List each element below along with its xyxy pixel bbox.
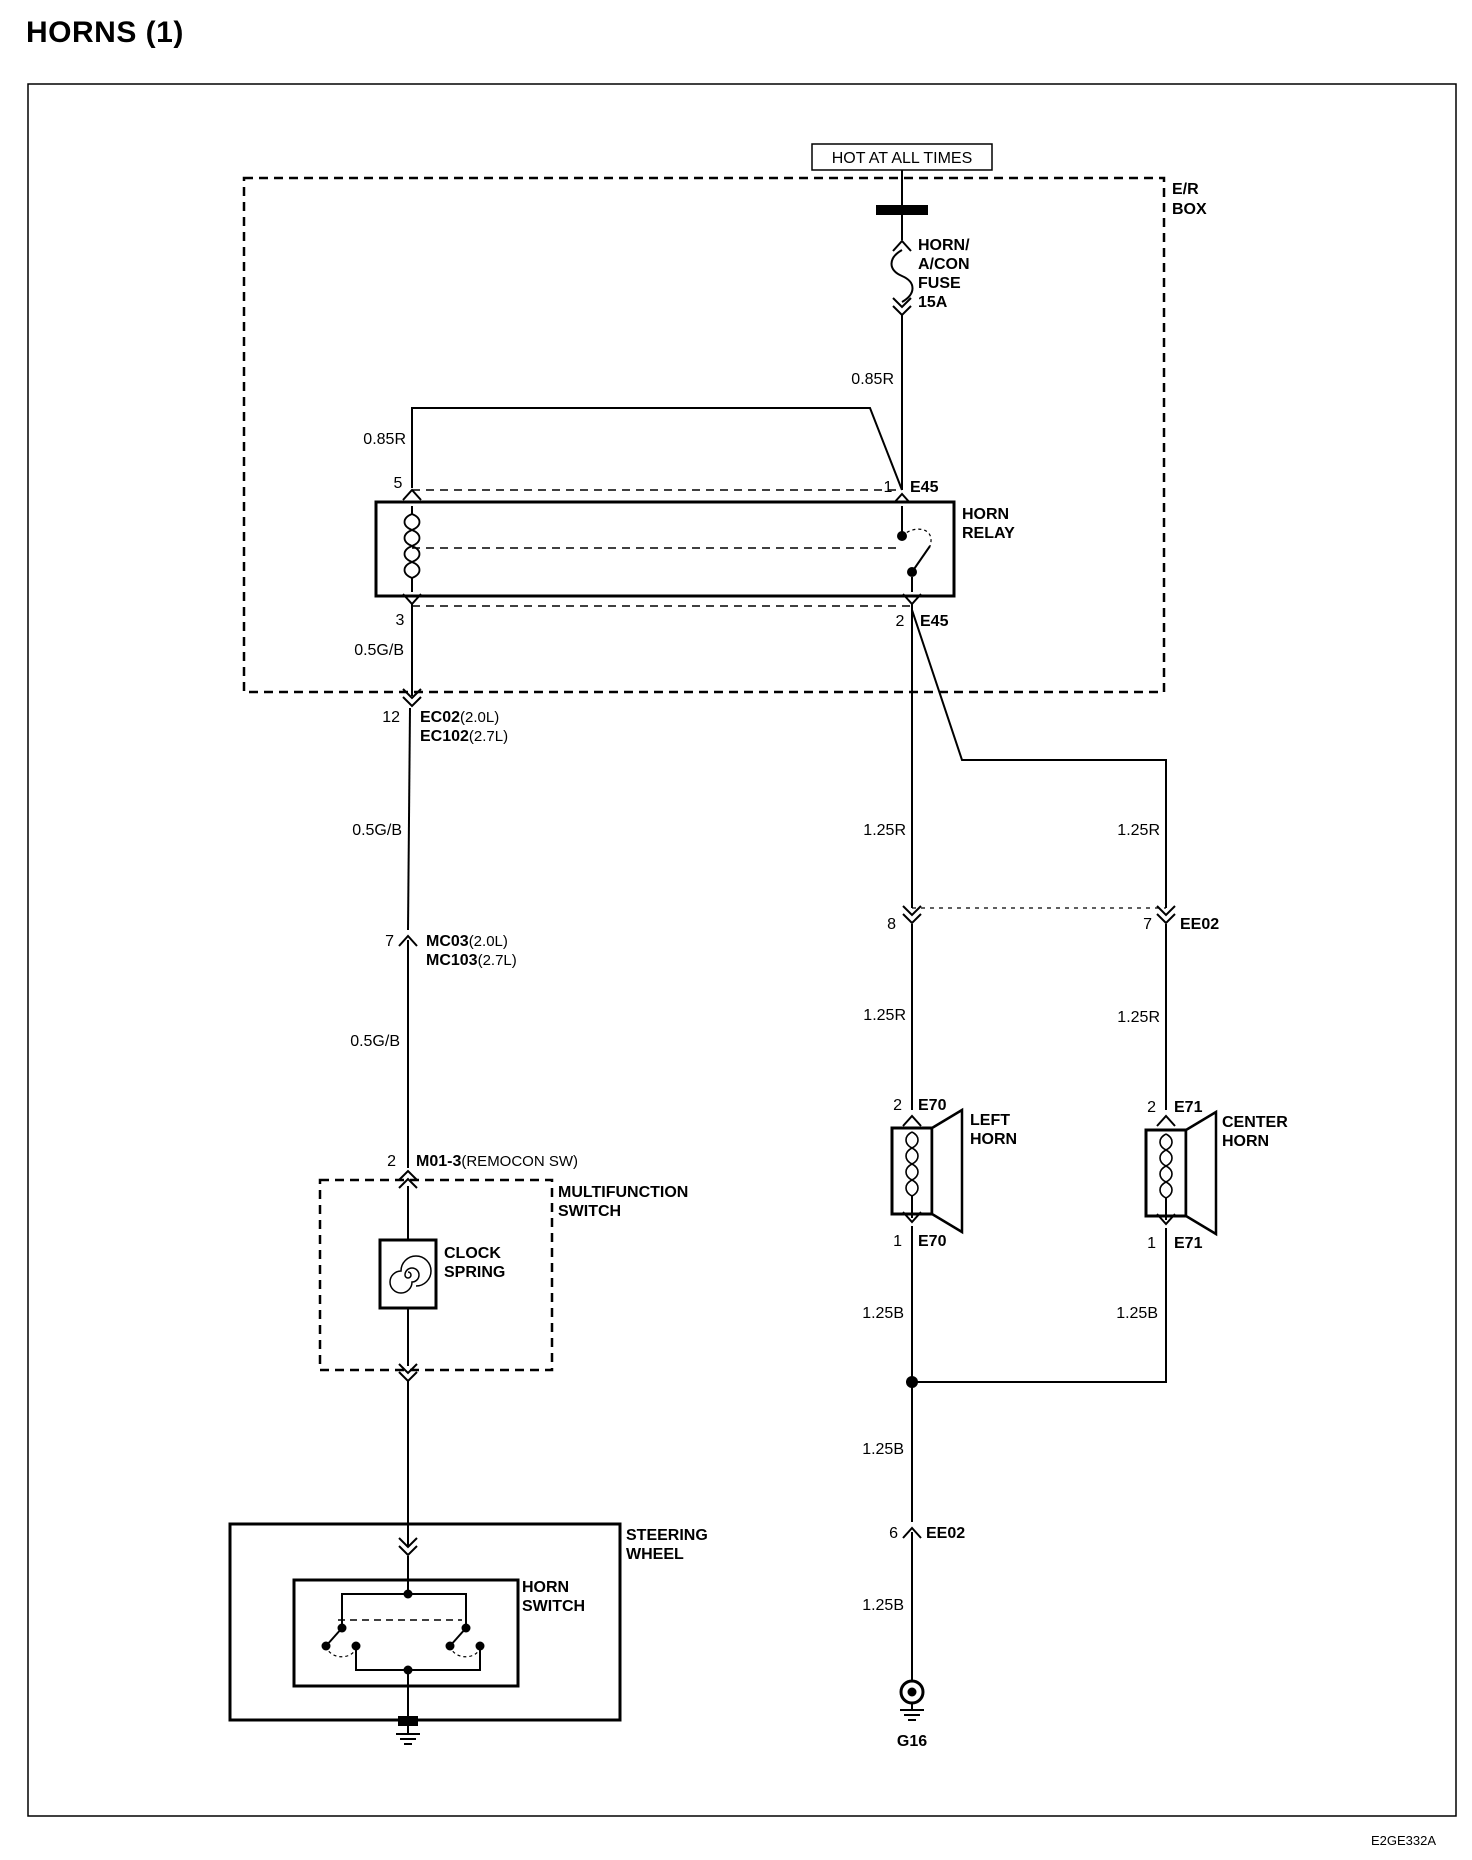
wire-gb-3-label: 0.5G/B — [350, 1033, 400, 1050]
center-horn-connector-bottom: E71 — [1174, 1235, 1203, 1252]
horn-switch-contacts — [321, 1589, 485, 1718]
wire-r-left-2-label: 1.25R — [863, 1007, 906, 1024]
left-horn-label-1: LEFT — [970, 1112, 1010, 1129]
relay-pin-3: 3 — [396, 612, 405, 629]
wire-gb-2-label: 0.5G/B — [352, 822, 402, 839]
ec102-connector: EC102(2.7L) — [420, 728, 508, 745]
center-horn-label-2: HORN — [1222, 1133, 1269, 1150]
wire-gb-1-label: 0.5G/B — [354, 642, 404, 659]
er-box-label-2: BOX — [1172, 201, 1207, 218]
wire-b-right-label: 1.25B — [1116, 1305, 1158, 1322]
steering-wheel-outline — [228, 1522, 622, 1722]
relay-contacts — [897, 506, 932, 592]
left-horn-connector-top: E70 — [918, 1097, 947, 1114]
ee02-top-connector: EE02 — [1180, 916, 1219, 933]
relay-coil — [403, 506, 421, 592]
left-horn — [890, 1107, 964, 1235]
relay-loop-wire — [411, 407, 903, 491]
wire-b-main-1-label: 1.25B — [862, 1441, 904, 1458]
clock-spring-label-1: CLOCK — [444, 1245, 501, 1262]
left-horn-pin-bottom: 1 — [893, 1233, 902, 1250]
power-label: HOT AT ALL TIMES — [832, 150, 973, 167]
relay-pin-1: 1 — [884, 479, 893, 496]
fuse-label-4: 15A — [918, 294, 948, 311]
power-bus-bar — [876, 205, 928, 215]
horn-switch-label-1: HORN — [522, 1579, 569, 1596]
mc03-pin: 7 — [385, 933, 394, 950]
ec02-connector: EC02(2.0L) — [420, 709, 499, 726]
m01-pin: 2 — [387, 1153, 396, 1170]
page-title: HORNS (1) — [26, 16, 184, 49]
center-horn-label-1: CENTER — [1222, 1114, 1288, 1131]
horn-switch-label-2: SWITCH — [522, 1598, 585, 1615]
relay-pin-5: 5 — [394, 475, 403, 492]
center-horn-connector-top: E71 — [1174, 1099, 1203, 1116]
left-horn-label-2: HORN — [970, 1131, 1017, 1148]
ec02-pin: 12 — [382, 709, 400, 726]
diagram-frame — [27, 83, 1457, 1817]
wire-b-main-2-label: 1.25B — [862, 1597, 904, 1614]
splice-point — [906, 1376, 918, 1388]
multifunction-switch-label-2: SWITCH — [558, 1203, 621, 1220]
relay-pin-2: 2 — [896, 613, 905, 630]
center-horn-pin-bottom: 1 — [1147, 1235, 1156, 1252]
fuse-label-1: HORN/ — [918, 237, 970, 254]
relay-label-2: RELAY — [962, 525, 1015, 542]
relay-connector-top: E45 — [910, 479, 939, 496]
left-horn-connector-bottom: E70 — [918, 1233, 947, 1250]
figure-code: E2GE332A — [1370, 1833, 1436, 1848]
fuse-label-3: FUSE — [918, 275, 961, 292]
clock-spring-label-2: SPRING — [444, 1264, 505, 1281]
left-horn-pin-top: 2 — [893, 1097, 902, 1114]
wire-b-left-label: 1.25B — [862, 1305, 904, 1322]
relay-label-1: HORN — [962, 506, 1009, 523]
clock-spring — [378, 1238, 438, 1310]
wire-r-left-1-label: 1.25R — [863, 822, 906, 839]
ee02-top-pin-left: 8 — [887, 916, 896, 933]
multifunction-switch-label-1: MULTIFUNCTION — [558, 1184, 688, 1201]
relay-connector-bottom: E45 — [920, 613, 949, 630]
wire-r-right-2-label: 1.25R — [1117, 1009, 1160, 1026]
er-box-label-1: E/R — [1172, 181, 1199, 198]
horn-relay — [374, 500, 956, 598]
steering-ground-symbol — [396, 1716, 420, 1745]
wire-r-right-1-label: 1.25R — [1117, 822, 1160, 839]
steering-wheel-label-2: WHEEL — [626, 1546, 684, 1563]
g16-label: G16 — [897, 1733, 927, 1750]
ee02-top-pin-right: 7 — [1143, 916, 1152, 933]
m01-connector: M01-3(REMOCON SW) — [416, 1153, 578, 1170]
center-horn-feed-wire — [911, 609, 1167, 908]
fuse-label-2: A/CON — [918, 256, 970, 273]
center-horn-pin-top: 2 — [1147, 1099, 1156, 1116]
wire-relay-loop-label: 0.85R — [363, 431, 406, 448]
wire-feed-label: 0.85R — [851, 371, 894, 388]
ee02-bottom-connector: EE02 — [926, 1525, 965, 1542]
center-horn — [1144, 1109, 1218, 1237]
mc03-connector: MC03(2.0L) — [426, 933, 508, 950]
mc103-connector: MC103(2.7L) — [426, 952, 517, 969]
horn-switch — [292, 1578, 520, 1688]
steering-wheel-label-1: STEERING — [626, 1527, 708, 1544]
power-label-box — [811, 143, 993, 171]
er-box-outline — [242, 176, 1166, 694]
ee02-bottom-pin: 6 — [889, 1525, 898, 1542]
g16-ground-symbol — [899, 1679, 925, 1721]
fuse-symbol — [890, 240, 914, 316]
